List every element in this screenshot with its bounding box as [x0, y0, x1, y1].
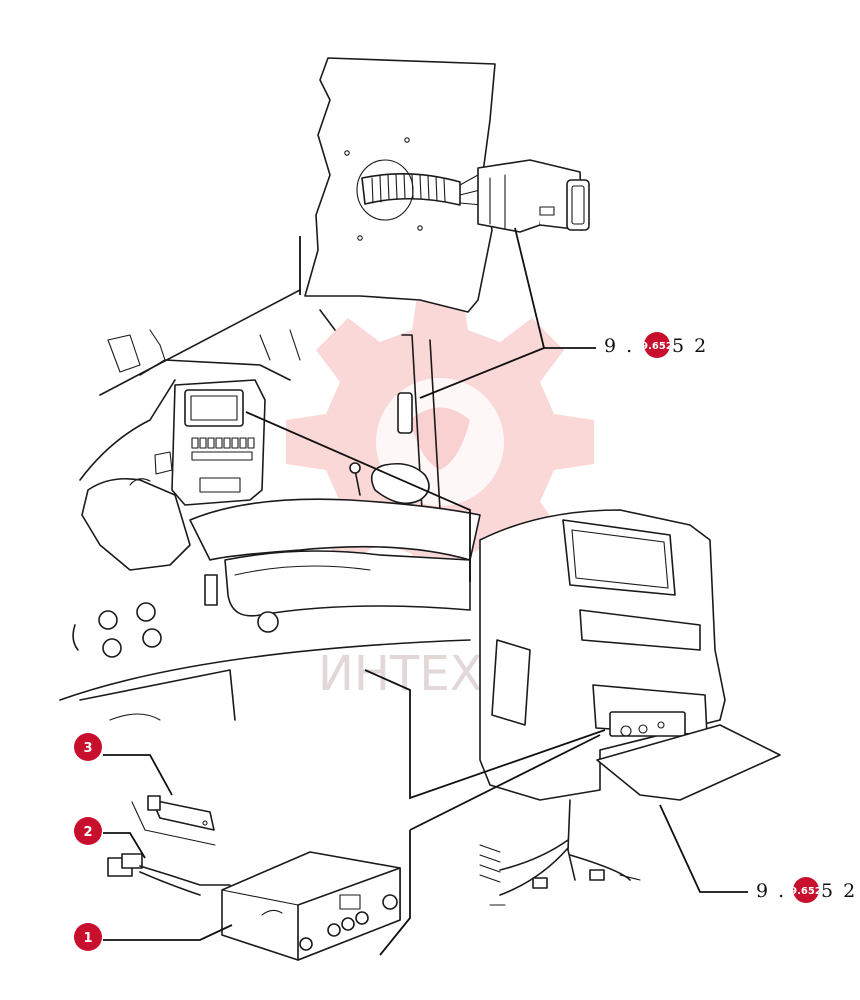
- exploded-parts: [107, 795, 401, 961]
- cab-interior: [59, 289, 781, 906]
- svg-text:3: 3: [83, 741, 92, 756]
- svg-text:9 .: 9 .: [756, 880, 786, 902]
- connector: [107, 853, 231, 896]
- svg-text:9.652: 9.652: [790, 886, 822, 897]
- callout-1: 1: [74, 923, 102, 951]
- callout-3: 3: [74, 733, 102, 761]
- svg-text:9.652: 9.652: [641, 341, 673, 352]
- svg-text:5 2: 5 2: [821, 880, 857, 902]
- callout-2: 2: [74, 817, 102, 845]
- reference-label-top: 9 . 9.652 5 2: [604, 332, 708, 358]
- radio-unit: [221, 851, 401, 961]
- leader-lines: [103, 227, 748, 956]
- svg-text:1: 1: [83, 931, 92, 946]
- svg-text:9 .: 9 .: [604, 335, 634, 357]
- svg-text:5 2: 5 2: [672, 335, 708, 357]
- reference-label-bottom: 9 . 9.652 5 2: [756, 877, 857, 903]
- watermark-text: ИНТЕХ: [318, 646, 483, 702]
- svg-text:2: 2: [83, 825, 92, 840]
- mounting-bracket: [131, 795, 216, 846]
- connector-detail-inset: [304, 57, 590, 313]
